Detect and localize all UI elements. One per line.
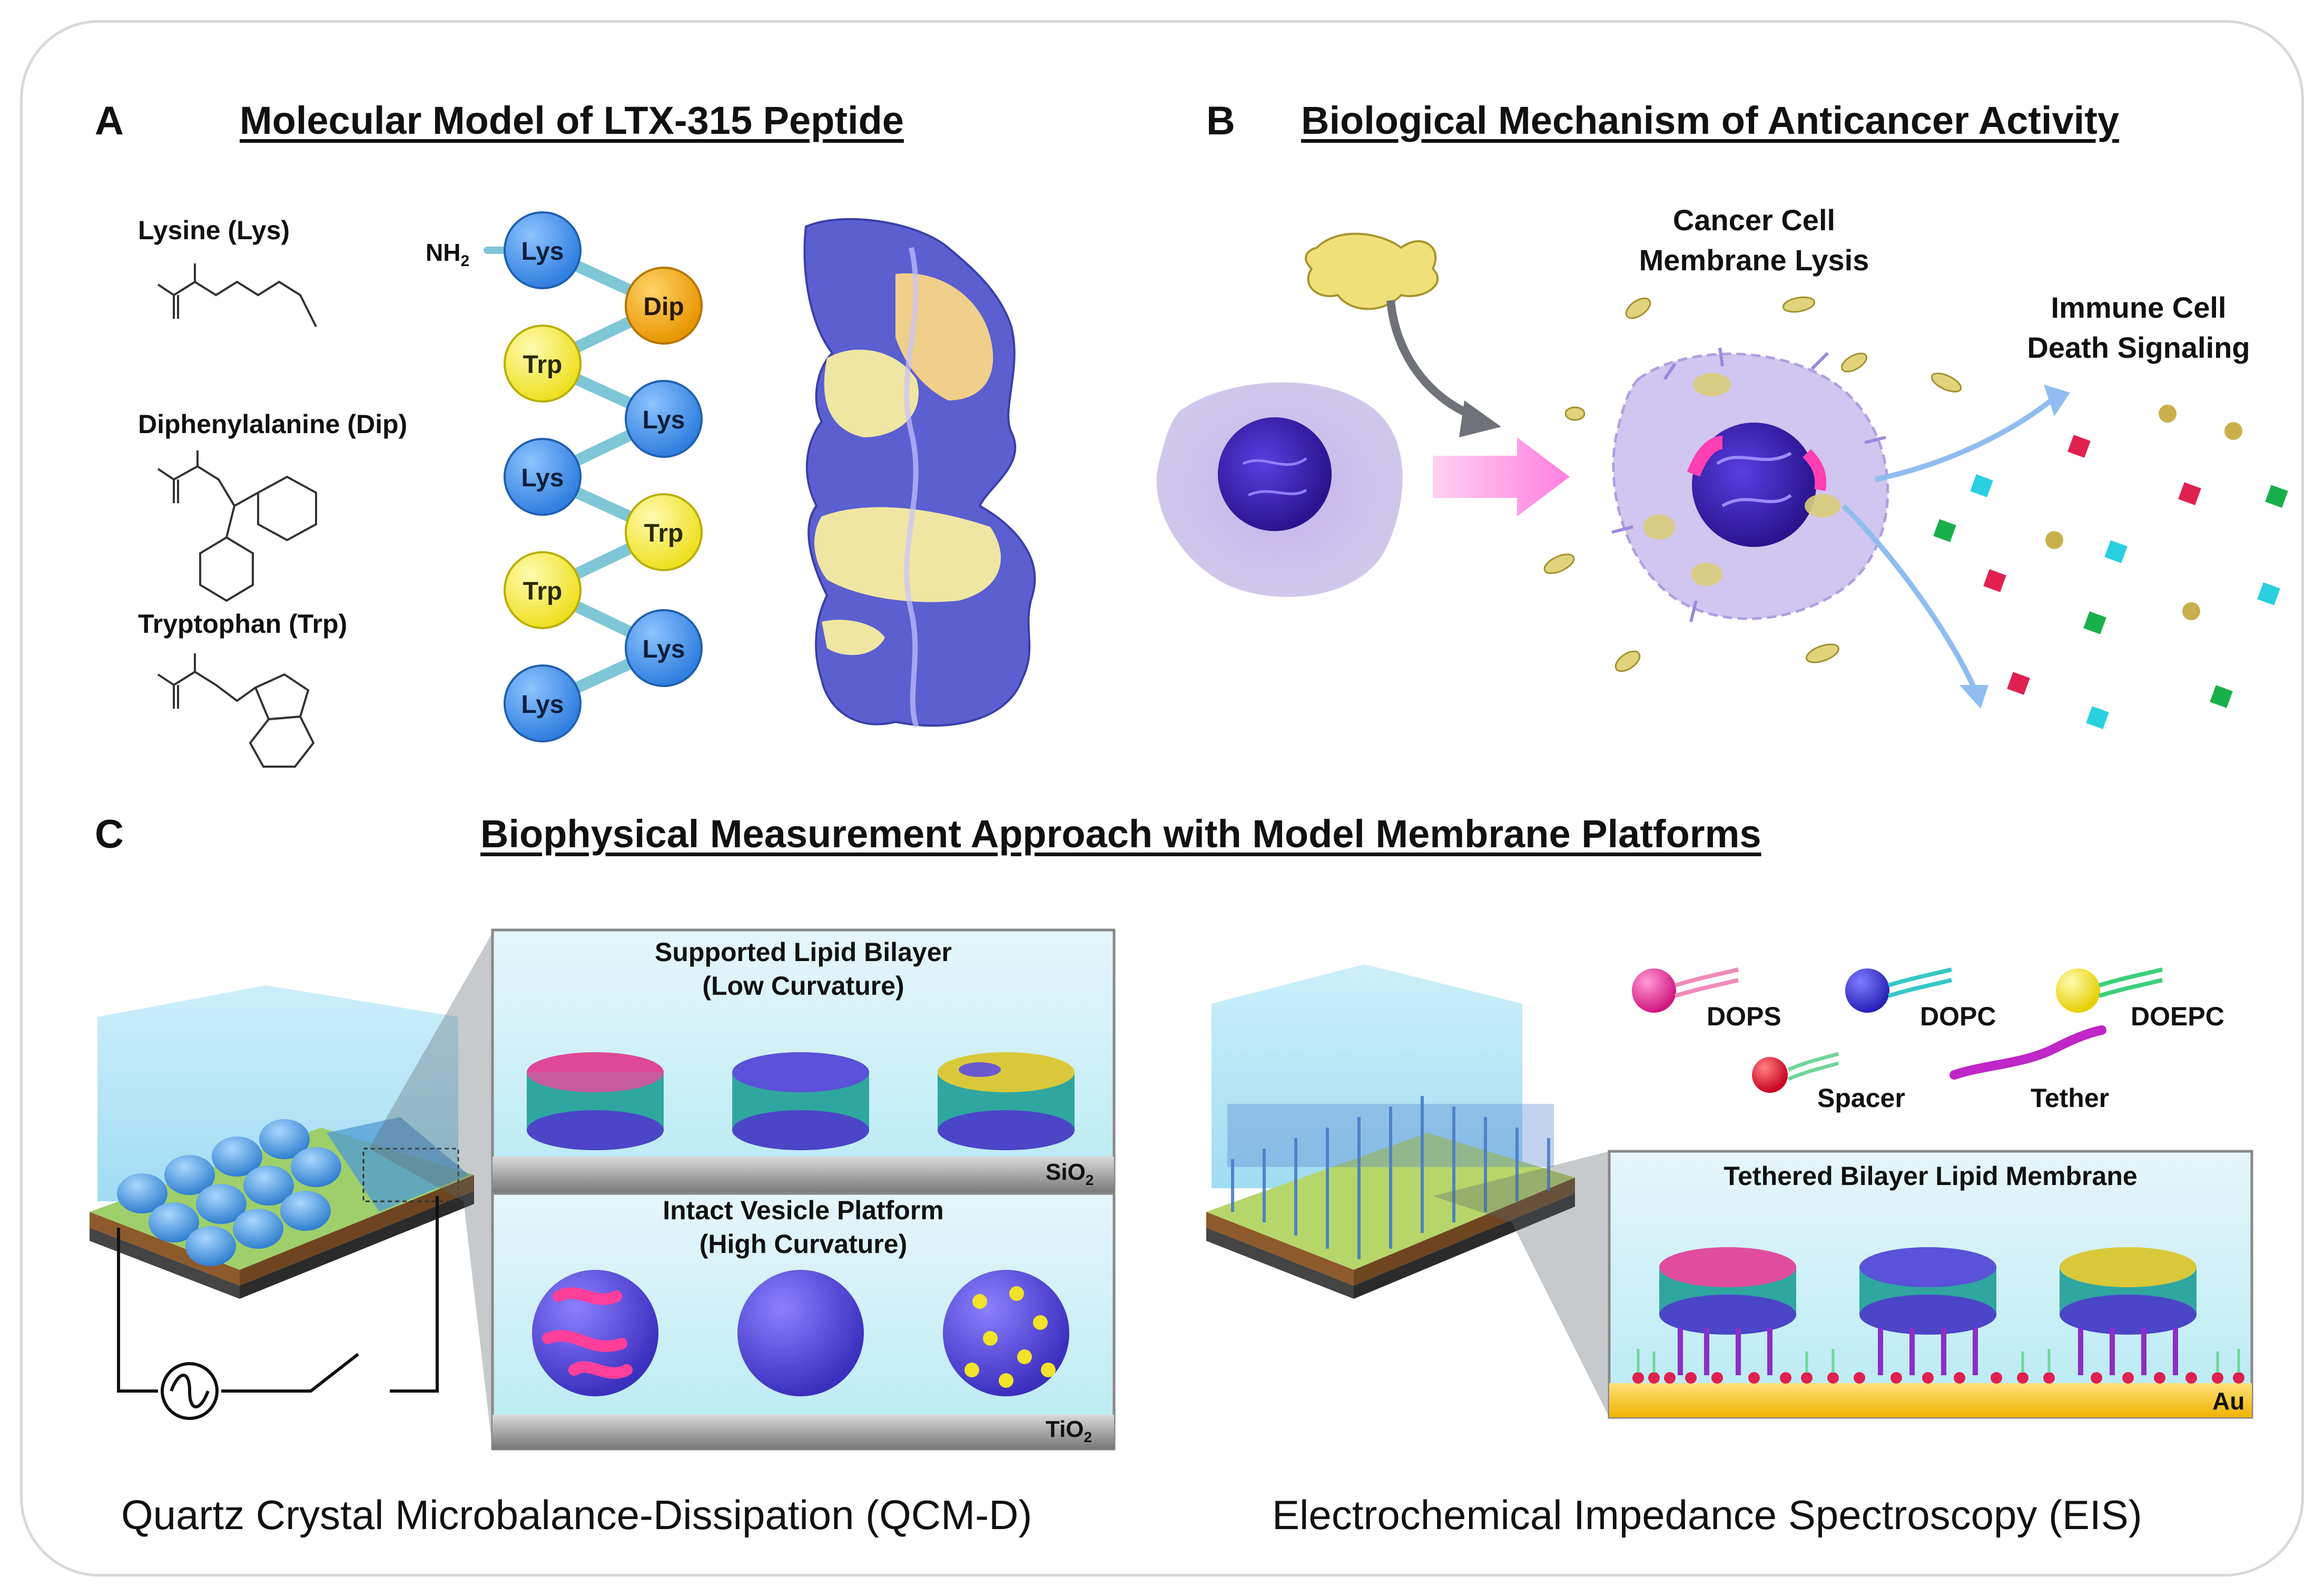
legend-tether: Tether bbox=[2031, 1083, 2110, 1113]
residue-trp-2: Trp bbox=[625, 493, 703, 571]
eis-setup bbox=[1206, 964, 1609, 1417]
diphenylalanine-label: Diphenylalanine (Dip) bbox=[138, 409, 408, 439]
sio2-label: SiO2 bbox=[1046, 1159, 1094, 1189]
residue-lys-2: Lys bbox=[625, 380, 703, 458]
ivp-panel bbox=[491, 1192, 1116, 1451]
residue-trp-1: Trp bbox=[504, 325, 582, 403]
gray-arrowhead bbox=[1459, 400, 1501, 437]
immune-label-line1: Immune Cell bbox=[2051, 291, 2227, 324]
residue-lys-1: Lys bbox=[504, 211, 582, 289]
lysis-label-line1: Cancer Cell bbox=[1672, 203, 1836, 237]
tblm-panel bbox=[1608, 1150, 2253, 1419]
diphenylalanine-structure bbox=[157, 451, 317, 602]
legend-dopc: DOPC bbox=[1920, 1002, 1996, 1031]
panel-c-title: Biophysical Measurement Approach with Mo… bbox=[480, 812, 1761, 856]
residue-label: Trp bbox=[644, 520, 684, 547]
immune-label: Immune Cell Death Signaling bbox=[1986, 288, 2291, 368]
lysing-cancer-cell bbox=[1611, 347, 1889, 622]
ivp-label: Intact Vesicle Platform (High Curvature) bbox=[493, 1193, 1114, 1261]
tryptophan-structure bbox=[157, 653, 315, 768]
intact-cancer-cell bbox=[1156, 382, 1403, 597]
legend-spacer: Spacer bbox=[1817, 1083, 1905, 1113]
eis-caption: Electrochemical Impedance Spectroscopy (… bbox=[1272, 1492, 2142, 1538]
qcmd-caption: Quartz Crystal Microbalance-Dissipation … bbox=[121, 1492, 1032, 1538]
sio2-subscript: 2 bbox=[1085, 1171, 1094, 1188]
floating-peptides bbox=[1543, 296, 1962, 672]
legend-dops: DOPS bbox=[1707, 1002, 1781, 1031]
residue-label: Trp bbox=[523, 351, 563, 379]
ivp-label-line2: (High Curvature) bbox=[699, 1229, 908, 1259]
residue-label: Dip bbox=[643, 293, 684, 321]
panel-b-title: Biological Mechanism of Anticancer Activ… bbox=[1301, 99, 2119, 142]
legend-doepc: DOEPC bbox=[2131, 1002, 2224, 1031]
nh2-terminus-label: NH2 bbox=[426, 238, 469, 270]
slb-label-line2: (Low Curvature) bbox=[702, 971, 904, 1001]
panel-a-letter: A bbox=[95, 99, 124, 143]
panel-a-title: Molecular Model of LTX-315 Peptide bbox=[240, 99, 904, 142]
nh2-subscript: 2 bbox=[460, 252, 470, 270]
slb-panel bbox=[491, 928, 1116, 1195]
pink-block-arrow bbox=[1433, 437, 1570, 516]
tio2-text: TiO bbox=[1046, 1416, 1084, 1442]
peptide-blob-icon bbox=[1305, 232, 1439, 310]
residue-dip: Dip bbox=[625, 267, 703, 345]
tio2-label: TiO2 bbox=[1046, 1416, 1092, 1446]
residue-trp-3: Trp bbox=[504, 551, 582, 629]
blue-arrow-up bbox=[1874, 396, 2056, 482]
tio2-subscript: 2 bbox=[1084, 1428, 1092, 1445]
damp-signal-particles bbox=[1933, 405, 2288, 729]
blue-arrowhead-up bbox=[2044, 385, 2070, 416]
immune-label-line2: Death Signaling bbox=[2027, 331, 2250, 364]
figure-frame bbox=[20, 20, 2304, 1577]
ivp-label-line1: Intact Vesicle Platform bbox=[663, 1196, 944, 1225]
sio2-text: SiO bbox=[1046, 1159, 1086, 1185]
slb-label: Supported Lipid Bilayer (Low Curvature) bbox=[493, 935, 1114, 1003]
panel-b-letter: B bbox=[1206, 99, 1235, 143]
blue-arrow-down bbox=[1842, 504, 1978, 692]
panel-c-letter: C bbox=[95, 812, 124, 857]
residue-lys-4: Lys bbox=[625, 609, 703, 687]
residue-label: Lys bbox=[643, 406, 685, 434]
lipid-legend bbox=[1632, 967, 2163, 1093]
slb-label-line1: Supported Lipid Bilayer bbox=[655, 937, 952, 967]
residue-label: Lys bbox=[521, 691, 564, 719]
residue-label: Lys bbox=[643, 635, 685, 663]
peptide-surface-model bbox=[803, 218, 1036, 728]
residue-lys-3: Lys bbox=[504, 438, 582, 516]
au-label: Au bbox=[2212, 1387, 2245, 1415]
lysis-label: Cancer Cell Membrane Lysis bbox=[1622, 200, 1886, 280]
lysine-label: Lysine (Lys) bbox=[138, 216, 290, 245]
lysine-structure bbox=[157, 263, 317, 327]
lysis-label-line2: Membrane Lysis bbox=[1639, 243, 1869, 277]
gray-curved-arrow bbox=[1386, 300, 1476, 420]
tryptophan-label: Tryptophan (Trp) bbox=[138, 609, 348, 639]
residue-lys-5: Lys bbox=[504, 664, 582, 742]
blue-arrowhead-down bbox=[1959, 685, 1988, 709]
residue-label: Lys bbox=[521, 464, 564, 492]
qcmd-setup bbox=[90, 933, 493, 1449]
residue-label: Lys bbox=[521, 238, 564, 266]
tblm-label: Tethered Bilayer Lipid Membrane bbox=[1724, 1161, 2138, 1191]
nh2-text: NH bbox=[426, 239, 461, 266]
residue-label: Trp bbox=[523, 577, 563, 605]
